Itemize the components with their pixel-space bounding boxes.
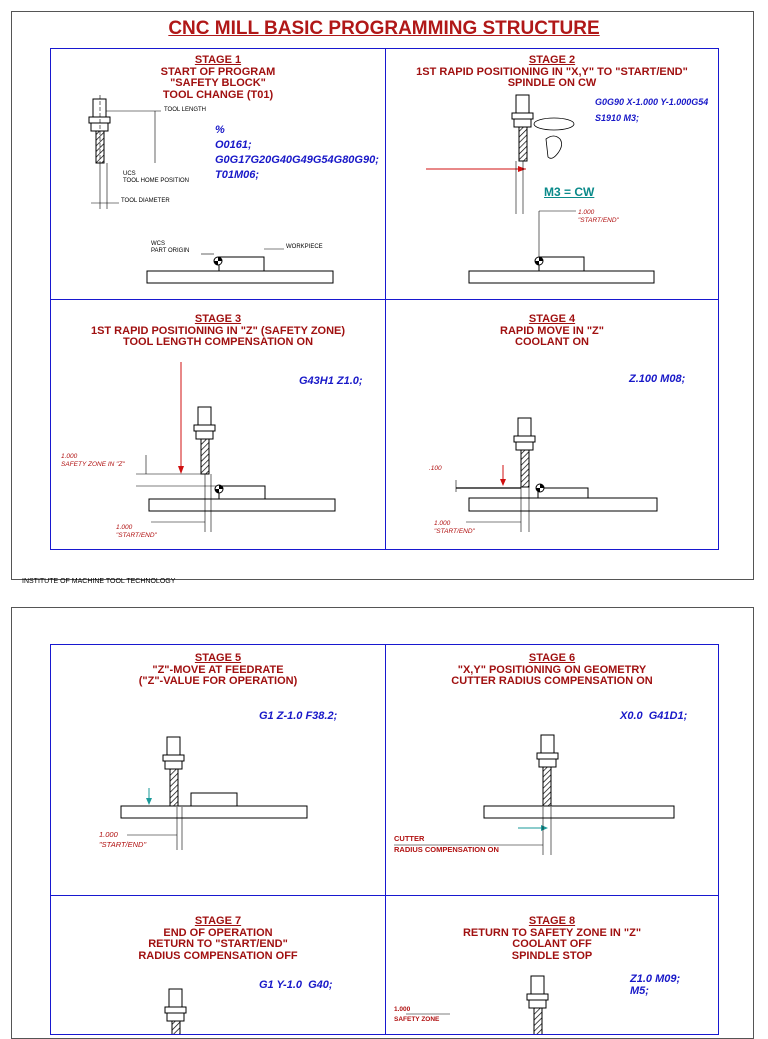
z-dimension: .100	[429, 465, 442, 472]
dimension-label: CUTTER RADIUS COMPENSATION ON	[394, 834, 499, 854]
stage-5-panel: STAGE 5 "Z"-MOVE AT FEEDRATE ("Z"-VALUE …	[50, 644, 386, 896]
stage-5-drawing	[120, 736, 308, 850]
stage-2-heading: STAGE 2 1ST RAPID POSITIONING IN "X,Y" T…	[386, 54, 718, 90]
tool-length-label: TOOL LENGTH	[164, 107, 207, 113]
stage-line: START OF PROGRAM	[160, 65, 276, 78]
dimension-label: 1.000 "START/END"	[116, 524, 157, 539]
sheet-1	[11, 11, 754, 580]
stage-6-heading: STAGE 6 "X,Y" POSITIONING ON GEOMETRY CU…	[386, 652, 718, 688]
stage-line: TOOL LENGTH COMPENSATION ON	[122, 336, 314, 348]
stage-line: SPINDLE STOP	[511, 949, 593, 962]
stage-number: STAGE 6	[528, 652, 576, 664]
stage-number: STAGE 8	[528, 915, 576, 927]
stage-1-heading: STAGE 1 START OF PROGRAM "SAFETY BLOCK" …	[51, 54, 385, 101]
g-code: G1 Z-1.0 F38.2;	[259, 710, 338, 722]
stage-number: STAGE 5	[194, 652, 242, 664]
stage-7-panel: STAGE 7 END OF OPERATION RETURN TO "STAR…	[50, 895, 386, 1035]
stage-line: "X,Y" POSITIONING ON GEOMETRY	[457, 663, 647, 676]
g-code: Z1.0 M09; M5;	[630, 973, 681, 997]
stage-line: TOOL CHANGE (T01)	[162, 88, 274, 101]
stage-2-panel: STAGE 2 1ST RAPID POSITIONING IN "X,Y" T…	[385, 48, 719, 300]
g-code: G0G90 X-1.000 Y-1.000G54 S1910 M3;	[595, 97, 709, 123]
stage-line: RETURN TO "START/END"	[148, 938, 288, 950]
stage-6-drawing	[394, 734, 675, 855]
stage-line: 1ST RAPID POSITIONING IN "X,Y" TO "START…	[416, 65, 688, 78]
stage-1-panel: STAGE 1 START OF PROGRAM "SAFETY BLOCK" …	[50, 48, 386, 300]
stage-line: 1ST RAPID POSITIONING IN "Z" (SAFETY ZON…	[90, 324, 346, 337]
stage-line: CUTTER RADIUS COMPENSATION ON	[451, 675, 653, 687]
stage-line: SPINDLE ON CW	[507, 77, 597, 89]
stage-number: STAGE 1	[194, 54, 242, 66]
spindle-direction-label: M3 = CW	[544, 185, 595, 199]
g-code: G43H1 Z1.0;	[299, 375, 363, 387]
workpiece-label: WORKPIECE	[286, 244, 323, 250]
wcs-label: WCS PART ORIGIN	[151, 241, 190, 254]
g-code: X0.0 G41D1;	[620, 710, 688, 722]
g-code: Z.100 M08;	[629, 373, 686, 385]
tool-diameter-label: TOOL DIAMETER	[121, 198, 170, 204]
stage-4-panel: STAGE 4 RAPID MOVE IN "Z" COOLANT ON Z.1…	[385, 299, 719, 550]
stage-1-drawing	[88, 95, 334, 284]
stage-line: COOLANT OFF	[512, 938, 592, 950]
stage-4-drawing	[455, 417, 658, 532]
ucs-label: UCS TOOL HOME POSITION	[123, 171, 190, 184]
stage-2-drawing	[426, 94, 655, 284]
stage-4-heading: STAGE 4 RAPID MOVE IN "Z" COOLANT ON	[386, 313, 718, 349]
sheet-2	[11, 607, 754, 1039]
stage-number: STAGE 3	[194, 313, 242, 325]
stage-line: COOLANT ON	[515, 336, 589, 348]
g-code: % O0161; G0G17G20G40G49G54G80G90; T01M06…	[215, 124, 379, 181]
dimension-label: 1.000 "START/END"	[434, 520, 475, 535]
stage-line: ("Z"-VALUE FOR OPERATION)	[138, 675, 298, 687]
stage-line: "SAFETY BLOCK"	[170, 77, 266, 89]
stage-5-heading: STAGE 5 "Z"-MOVE AT FEEDRATE ("Z"-VALUE …	[51, 652, 385, 688]
stage-line: RAPID MOVE IN "Z"	[500, 324, 604, 337]
stage-line: "Z"-MOVE AT FEEDRATE	[152, 663, 284, 676]
dimension-label: 1.000 "START/END"	[578, 209, 619, 224]
stage-line: RADIUS COMPENSATION OFF	[138, 949, 298, 962]
stage-3-drawing	[136, 362, 336, 532]
dimension-label: 1.000 "START/END"	[99, 830, 147, 849]
stage-3-panel: STAGE 3 1ST RAPID POSITIONING IN "Z" (SA…	[50, 299, 386, 550]
stage-7-drawing	[164, 988, 187, 1034]
g-code: G1 Y-1.0 G40;	[259, 979, 333, 991]
stage-6-panel: STAGE 6 "X,Y" POSITIONING ON GEOMETRY CU…	[385, 644, 719, 896]
safety-zone-dimension: 1.000 SAFETY ZONE IN "Z"	[61, 453, 125, 468]
stage-8-drawing	[406, 975, 549, 1034]
stage-8-heading: STAGE 8 RETURN TO SAFETY ZONE IN "Z" COO…	[386, 915, 718, 962]
dimension-label: 1.000 SAFETY ZONE	[394, 1006, 440, 1023]
footer-institute: INSTITUTE OF MACHINE TOOL TECHNOLOGY	[22, 578, 176, 585]
stage-7-heading: STAGE 7 END OF OPERATION RETURN TO "STAR…	[51, 915, 385, 962]
stage-number: STAGE 7	[194, 915, 242, 927]
stage-number: STAGE 4	[528, 313, 576, 325]
stage-8-panel: STAGE 8 RETURN TO SAFETY ZONE IN "Z" COO…	[385, 895, 719, 1035]
stage-line: END OF OPERATION	[163, 926, 273, 939]
page-title: CNC MILL BASIC PROGRAMMING STRUCTURE	[168, 18, 600, 39]
stage-number: STAGE 2	[528, 54, 576, 66]
stage-3-heading: STAGE 3 1ST RAPID POSITIONING IN "Z" (SA…	[51, 313, 385, 349]
stage-line: RETURN TO SAFETY ZONE IN "Z"	[462, 926, 642, 939]
